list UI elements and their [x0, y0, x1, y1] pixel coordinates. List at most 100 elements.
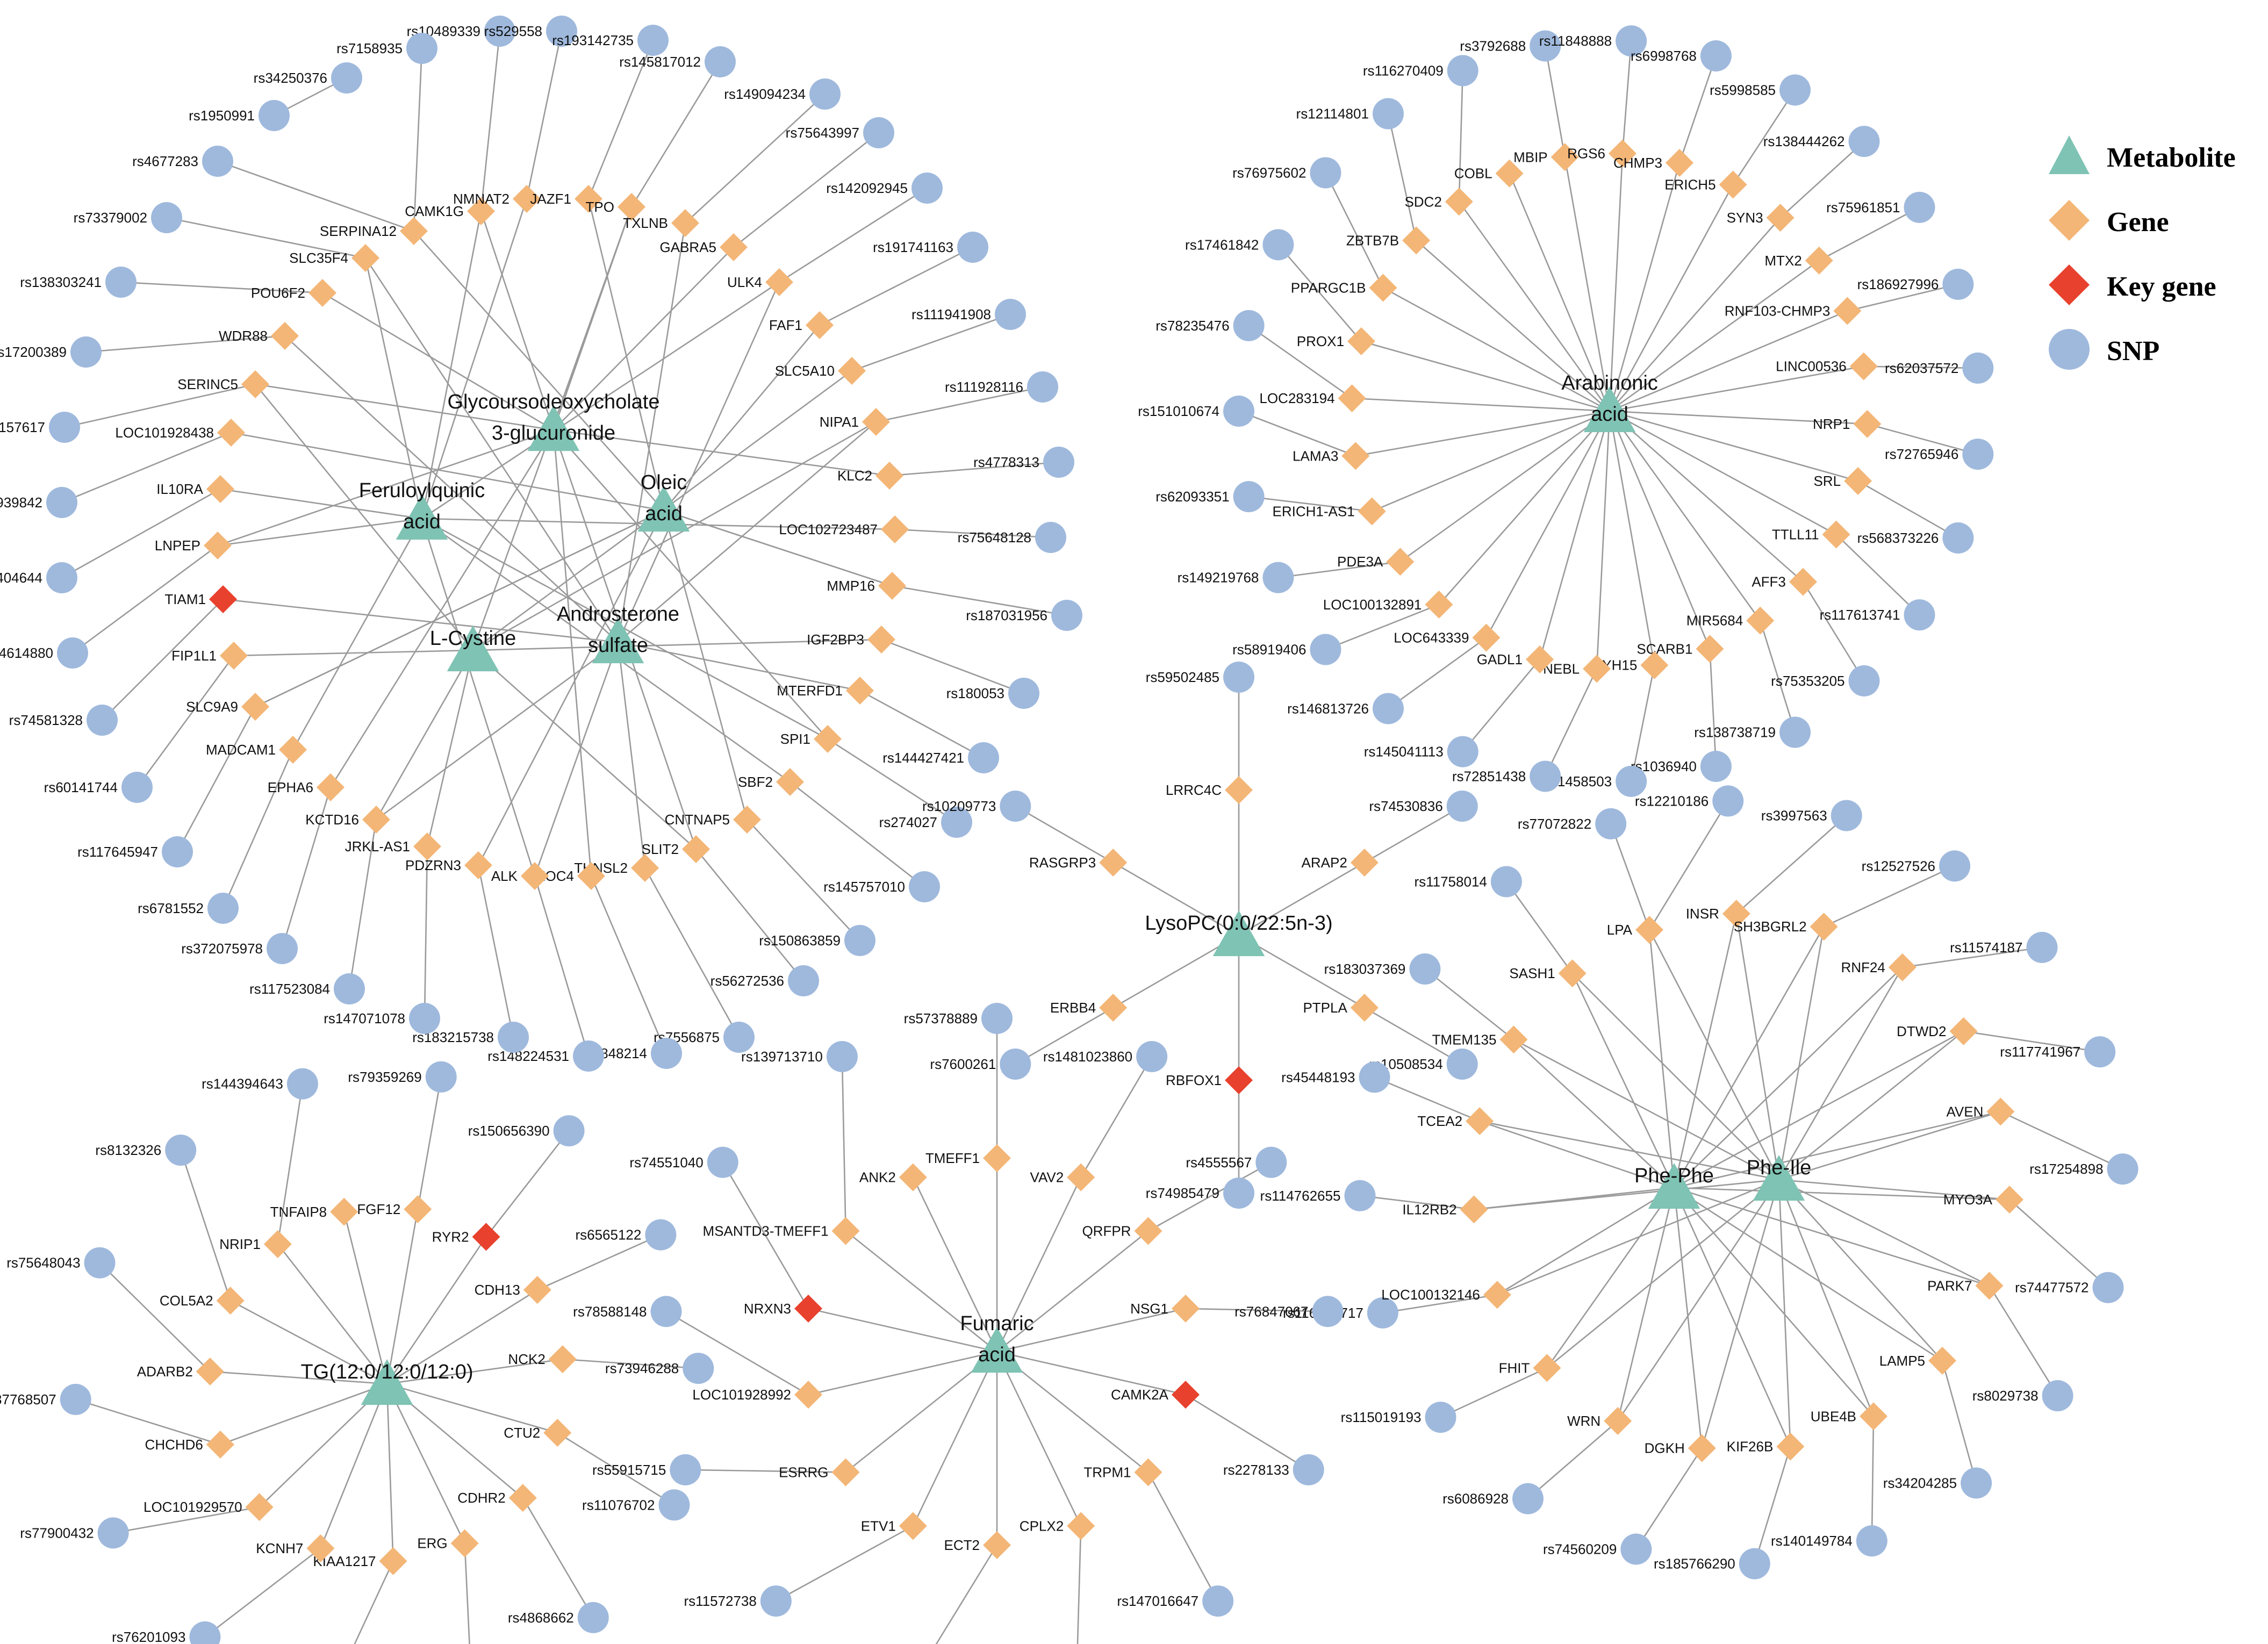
gene-label: ECT2 — [944, 1537, 980, 1553]
edge — [1374, 1076, 1480, 1122]
gene-node: SCARB1 — [1637, 635, 1724, 663]
edge — [1648, 929, 1780, 1180]
snp-label: rs74551040 — [629, 1154, 703, 1171]
circle-icon — [670, 1454, 701, 1485]
diamond-icon — [404, 1195, 432, 1224]
edge — [553, 429, 828, 740]
edge — [889, 461, 1059, 477]
snp-label: rs12210186 — [1635, 793, 1709, 809]
diamond-icon — [1483, 1281, 1511, 1309]
edge — [102, 599, 224, 721]
snp-label: rs74477572 — [2015, 1280, 2088, 1296]
diamond-icon — [1341, 442, 1370, 470]
diamond-icon — [1460, 1195, 1488, 1224]
edge — [386, 1209, 419, 1384]
metabolite-label: Arabinonic — [1561, 372, 1658, 394]
snp-label: rs75648043 — [6, 1255, 80, 1271]
circle-icon — [577, 1602, 609, 1633]
triangle-icon — [1583, 386, 1636, 433]
edge — [1238, 934, 1365, 1009]
diamond-icon — [831, 1458, 860, 1487]
circle-icon — [105, 267, 137, 298]
diamond-icon — [306, 1534, 335, 1562]
edge — [1387, 113, 1417, 241]
circle-icon — [46, 487, 77, 518]
diamond-icon — [1789, 568, 1817, 596]
metabolite-label: Oleic — [641, 471, 687, 494]
snp-label: rs72765946 — [1885, 446, 1958, 462]
circle-icon — [1344, 1180, 1376, 1211]
snp-label: rs115019193 — [1341, 1409, 1422, 1425]
edge — [1544, 46, 1566, 157]
gene-node: TCEA2 — [1417, 1107, 1494, 1136]
triangle-icon — [1212, 910, 1265, 957]
gene-label: CPLX2 — [1020, 1518, 1064, 1534]
gene-label: CDH13 — [475, 1282, 520, 1298]
edge — [996, 1308, 1186, 1353]
diamond-icon — [467, 197, 495, 225]
gene-node: ETV1 — [861, 1512, 927, 1540]
snp-label: rs74985479 — [1146, 1185, 1219, 1201]
gene-node: LOC101929570 — [143, 1493, 274, 1521]
snp-label: rs34204285 — [1883, 1475, 1957, 1491]
gene-node: CDHR2 — [457, 1484, 537, 1512]
circle-icon — [1027, 371, 1058, 403]
snp-node: rs186927996 — [1857, 269, 1974, 300]
gene-node: CAMK1G — [405, 197, 495, 225]
diamond-icon — [575, 185, 602, 213]
snp-label: rs11848888 — [1539, 33, 1612, 49]
edge — [1778, 1179, 1990, 1287]
diamond-icon — [1583, 655, 1611, 683]
snp-label: rs3997563 — [1761, 808, 1827, 824]
gene-node: KIF26B — [1727, 1432, 1805, 1461]
edge — [557, 1432, 675, 1506]
edge — [343, 1211, 388, 1384]
snp-node: rs183215738 — [412, 1022, 529, 1053]
circle-icon — [2049, 329, 2090, 370]
gene-node: MBIP — [1513, 143, 1579, 171]
edge — [1778, 1179, 1943, 1361]
gene-label: ULK4 — [727, 274, 762, 290]
circle-icon — [941, 807, 972, 838]
metabolite-label: Fumaric — [960, 1312, 1033, 1335]
snp-node: rs77072822 — [1518, 808, 1627, 839]
gene-label: MIR5684 — [1686, 613, 1743, 629]
edge — [663, 509, 893, 587]
edge — [1505, 881, 1573, 974]
edge — [1673, 1187, 1703, 1448]
gene-node: PDE3A — [1337, 548, 1415, 576]
edge — [534, 642, 619, 877]
edge — [1238, 410, 1356, 457]
edge — [552, 429, 592, 877]
diamond-icon — [1776, 1432, 1805, 1461]
gene-label: LOC643339 — [1394, 630, 1469, 646]
diamond-icon — [523, 1276, 551, 1304]
gene-node: IL10RA — [156, 475, 234, 503]
gene-label: MYO3A — [1943, 1191, 1993, 1208]
gene-node: ERBB4 — [1050, 994, 1128, 1022]
circle-icon — [1223, 1178, 1254, 1209]
snp-label: rs74560209 — [1543, 1541, 1617, 1557]
circle-icon — [909, 871, 940, 902]
edge — [851, 313, 1011, 372]
gene-label: KLC2 — [837, 468, 872, 484]
edge — [1778, 1111, 2001, 1181]
edge — [1571, 973, 1675, 1188]
gene-label: SCARB1 — [1637, 641, 1692, 657]
circle-icon — [1512, 1483, 1544, 1514]
circle-icon — [1372, 98, 1404, 130]
snp-node: rs74477572 — [2015, 1272, 2124, 1303]
snp-node: rs7600261 — [930, 1049, 1031, 1080]
edge — [894, 528, 1051, 539]
edge — [841, 1056, 846, 1231]
snp-label: rs59502485 — [1146, 669, 1219, 685]
gene-label: CAMK1G — [405, 203, 464, 219]
circle-icon — [1616, 25, 1647, 57]
legend-label: SNP — [2107, 336, 2160, 367]
gene-label: LOC101928438 — [115, 425, 214, 441]
snp-label: rs1481023860 — [1043, 1049, 1132, 1065]
snp-label: rs145757010 — [823, 879, 905, 895]
diamond-icon — [1766, 204, 1795, 232]
snp-node: rs147016647 — [1117, 1585, 1234, 1617]
